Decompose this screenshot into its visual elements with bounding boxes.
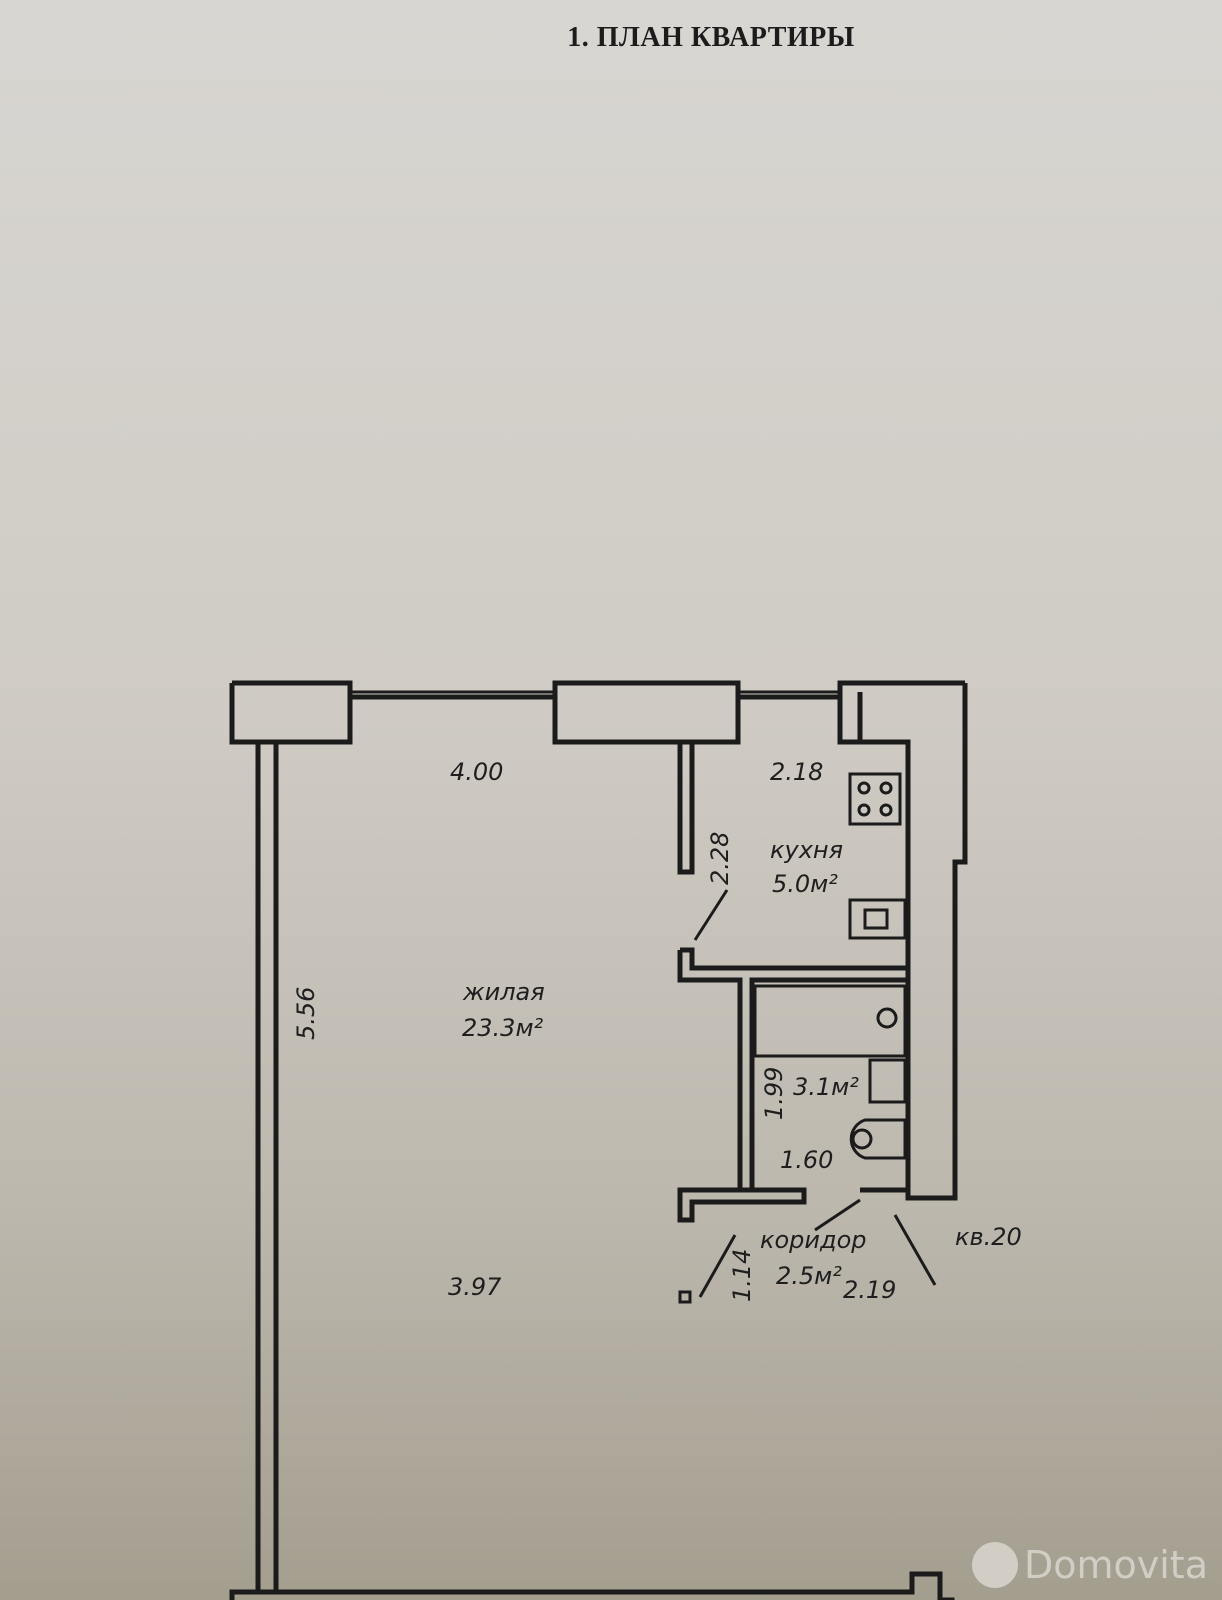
dim-living-side: 5.56 [292, 987, 320, 1040]
stove-icon [848, 772, 902, 826]
apartment-label: кв.20 [955, 1223, 1022, 1251]
dim-corridor-bottom: 2.19 [843, 1276, 896, 1304]
dim-kitchen-top: 2.18 [770, 758, 823, 786]
corridor-name: коридор [760, 1226, 867, 1254]
bathroom-area: 3.1м² [793, 1073, 859, 1101]
corridor-area: 2.5м² [776, 1262, 842, 1290]
dim-kitchen-side: 2.28 [706, 832, 734, 885]
dim-bath-side: 1.99 [760, 1067, 788, 1120]
dim-living-bottom: 3.97 [448, 1273, 502, 1301]
living-room-name: жилая [462, 978, 545, 1006]
living-room-area: 23.3м² [462, 1014, 544, 1042]
kitchen-name: кухня [770, 836, 843, 864]
dim-living-top: 4.00 [450, 758, 503, 786]
domovita-logo-icon [971, 1542, 1018, 1588]
walls [229, 680, 968, 1600]
watermark-text: Domovita [1023, 1543, 1208, 1587]
page-title: 1. ПЛАН КВАРТИРЫ [567, 22, 855, 53]
kitchen-area: 5.0м² [772, 870, 838, 898]
watermark: Domovita [971, 1542, 1208, 1588]
dim-corridor-side: 1.14 [728, 1249, 756, 1302]
dim-bath-bottom: 1.60 [780, 1146, 833, 1174]
sink-icon [848, 898, 907, 940]
